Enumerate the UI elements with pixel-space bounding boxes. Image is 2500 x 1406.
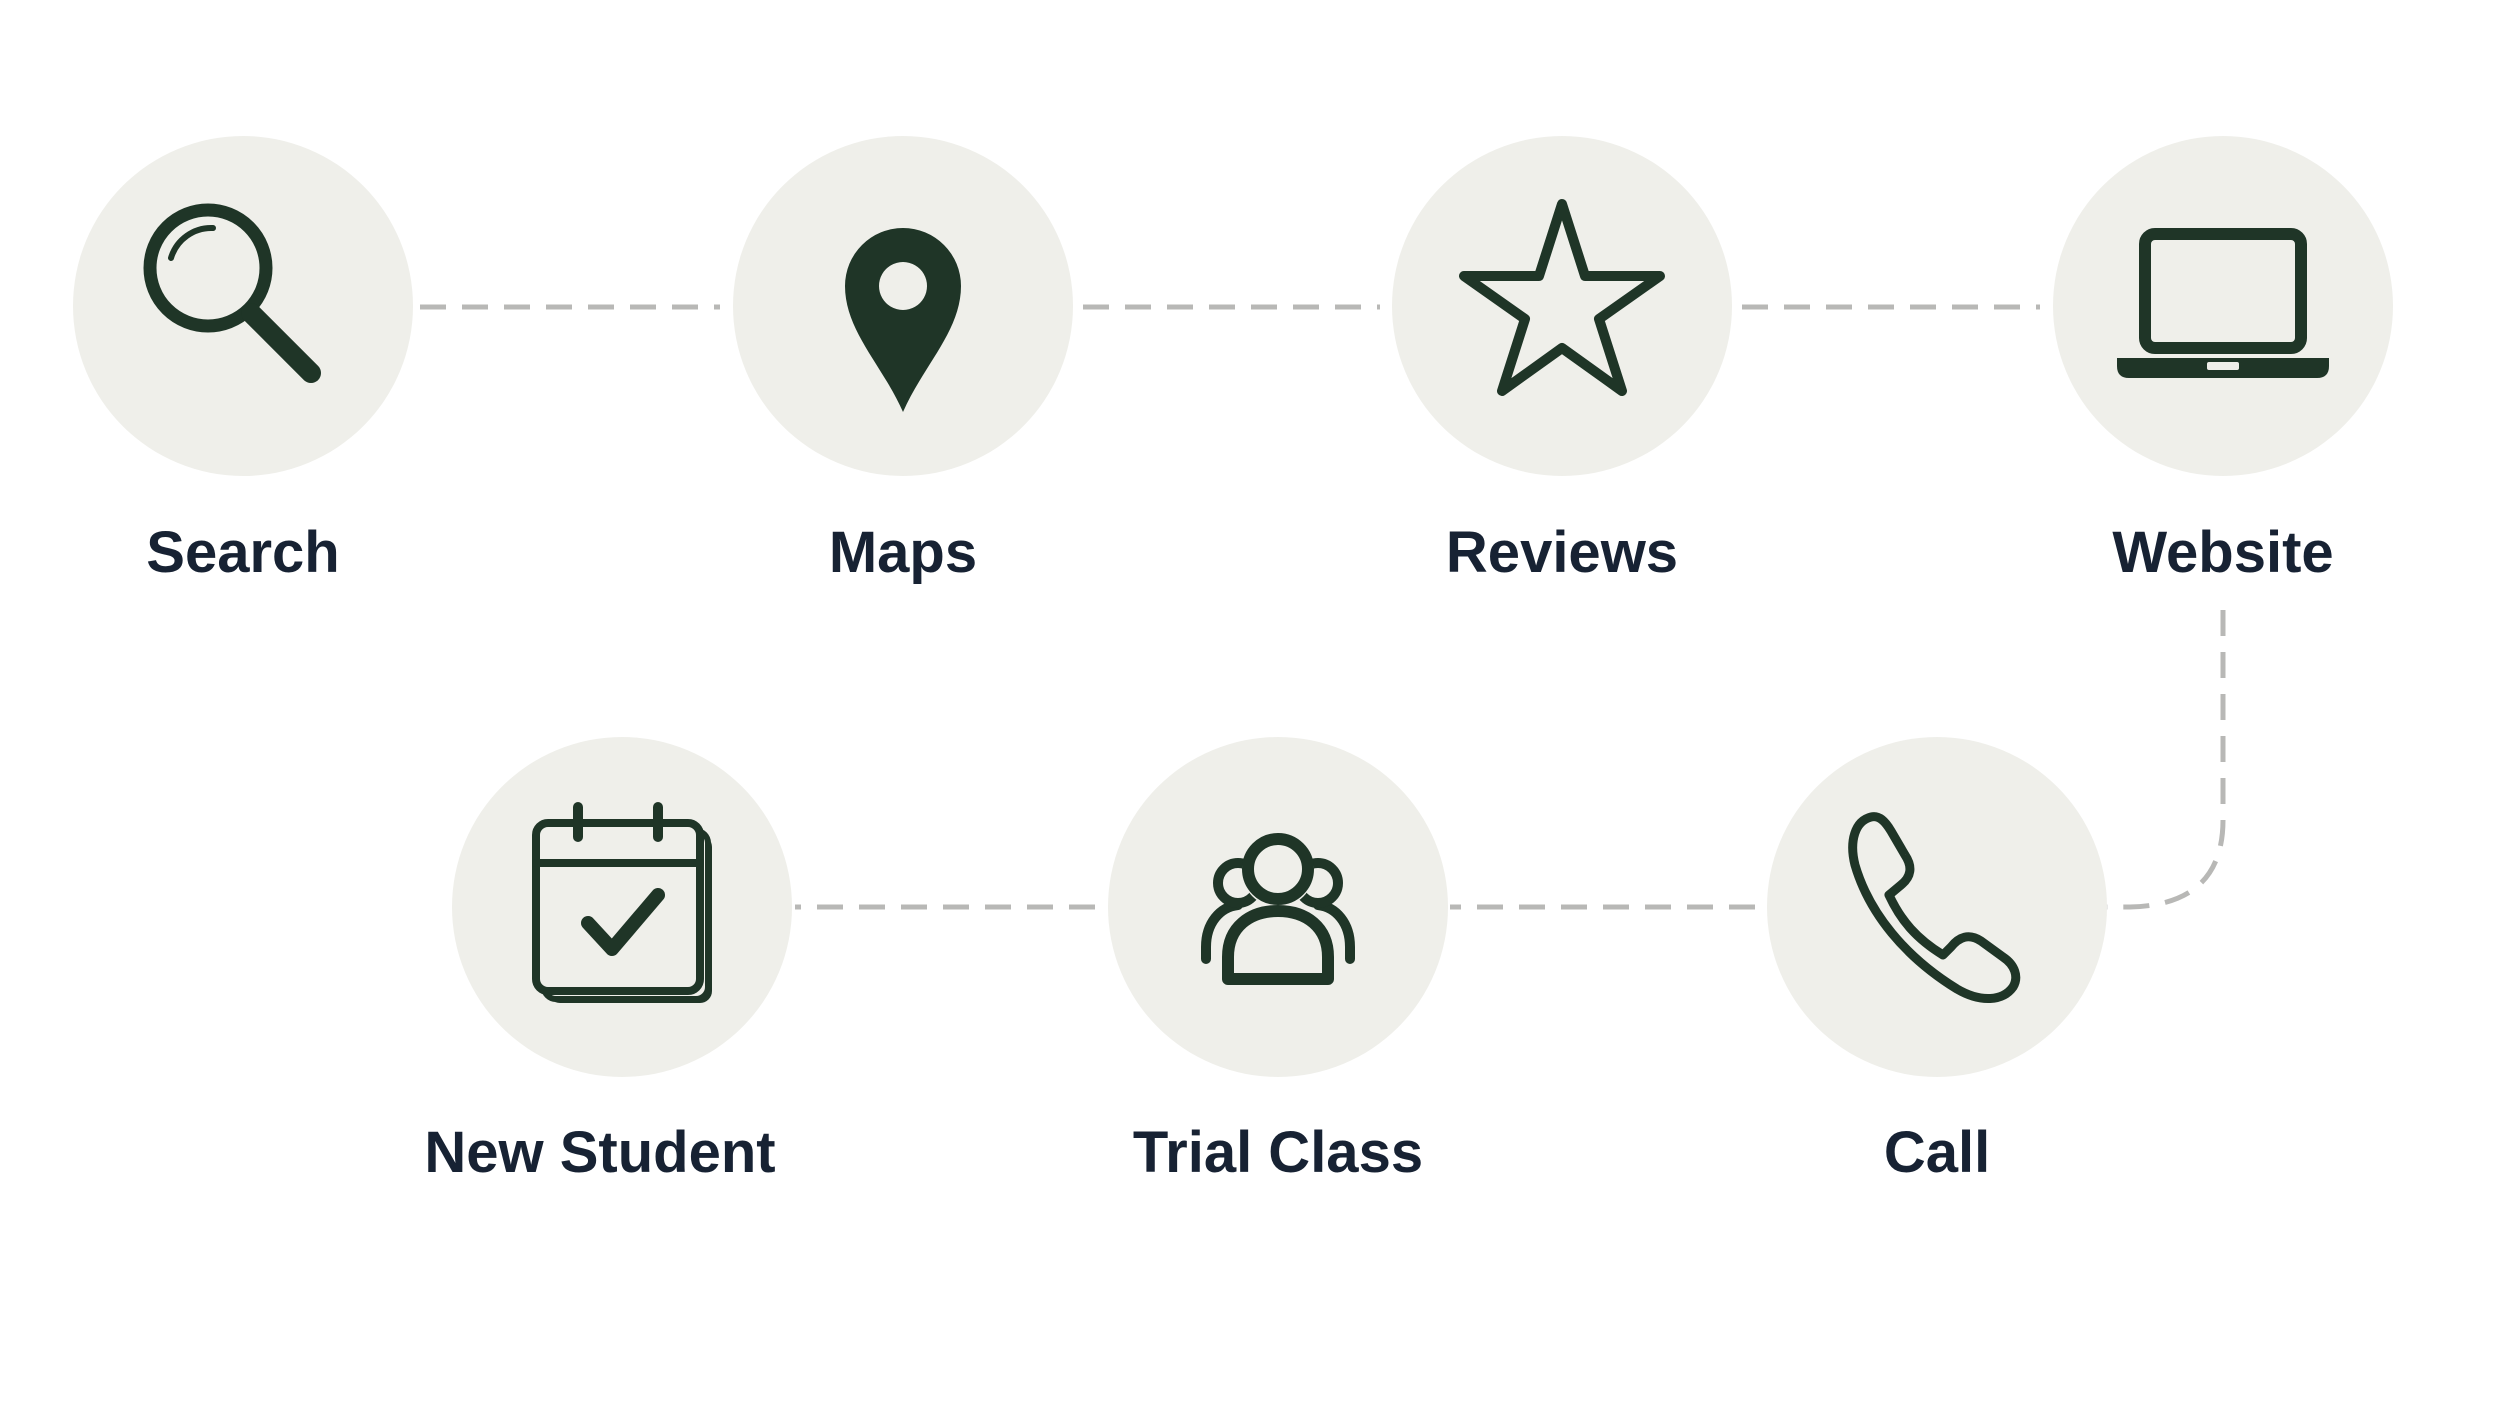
search-icon <box>143 203 321 383</box>
step-reviews-circle <box>1392 136 1732 476</box>
step-website-label: Website <box>2112 520 2334 585</box>
connector-website-call <box>2105 610 2226 910</box>
step-maps-circle <box>733 136 1073 476</box>
laptop-icon <box>2117 228 2329 378</box>
step-trial-class-label: Trial Class <box>1132 1120 1424 1185</box>
group-icon <box>1201 833 1355 985</box>
step-reviews-label: Reviews <box>1445 520 1679 585</box>
step-trial-class-circle <box>1108 737 1448 1077</box>
star-icon <box>1459 199 1665 396</box>
step-maps-label: Maps <box>828 520 978 585</box>
step-new-student-label: New Student <box>424 1120 776 1185</box>
calendar-check-icon <box>532 802 712 1003</box>
step-new-student-circle <box>452 737 792 1077</box>
step-call-circle <box>1767 737 2107 1077</box>
step-website-circle <box>2053 136 2393 476</box>
step-search-label: Search <box>146 520 340 585</box>
step-call-label: Call <box>1883 1120 1991 1185</box>
step-search-circle <box>73 136 413 476</box>
map-pin-icon <box>845 228 961 412</box>
phone-icon <box>1848 812 2021 1004</box>
